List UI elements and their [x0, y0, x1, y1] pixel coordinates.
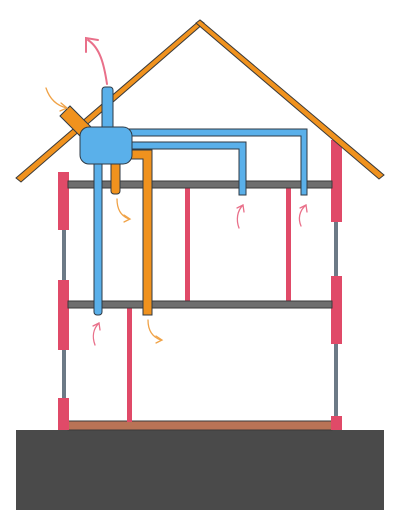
left-wall-segment-middle [58, 280, 69, 350]
attic-floor-slab [67, 180, 333, 189]
extract-arrow-1-head [236, 204, 245, 213]
exhaust-arrow-first-head [155, 335, 164, 344]
left-wall-thin-upper [62, 230, 66, 280]
flow-arrows [45, 36, 308, 346]
right-wall [331, 140, 342, 430]
exhaust-duct-short [110, 159, 121, 195]
stale-air-out-arrow [87, 39, 108, 85]
fresh-air-arrow [45, 87, 68, 109]
exhaust-ducts [110, 149, 153, 316]
exhaust-arrow-attic-head [123, 214, 132, 223]
exhaust-arrow-attic [116, 198, 130, 220]
right-wall-thin-lower [334, 340, 338, 418]
right-wall-segment-top [331, 140, 342, 222]
extract-arrow-1 [236, 204, 244, 229]
ground [16, 430, 384, 510]
exhaust-arrow-first [147, 319, 162, 341]
roof-right [195, 19, 385, 180]
first-floor-slab [67, 300, 333, 309]
upper-partition-1 [185, 188, 190, 302]
left-wall [58, 172, 69, 430]
ventilation-unit [79, 126, 133, 165]
upper-partition-2 [286, 188, 291, 302]
left-wall-thin-lower [62, 345, 66, 400]
extract-arrow-3 [92, 322, 100, 346]
lower-partition [127, 308, 132, 422]
roof-outlet-duct [101, 86, 114, 133]
right-wall-segment-bottom [331, 416, 342, 430]
supply-duct-down [93, 154, 103, 316]
right-wall-thin-upper [334, 220, 338, 280]
right-wall-segment-middle [331, 276, 342, 344]
extract-arrow-3-head [92, 322, 101, 331]
extract-arrow-2-head [299, 204, 308, 213]
extract-arrow-2 [298, 204, 307, 227]
ground-floor-slab [67, 420, 333, 431]
left-wall-segment-bottom [58, 398, 69, 430]
fresh-air-arrowhead [59, 102, 69, 112]
supply-ducts [93, 86, 308, 316]
exhaust-duct-long [119, 149, 153, 316]
left-wall-segment-top [58, 172, 69, 230]
stale-air-out-arrowhead [85, 36, 99, 53]
